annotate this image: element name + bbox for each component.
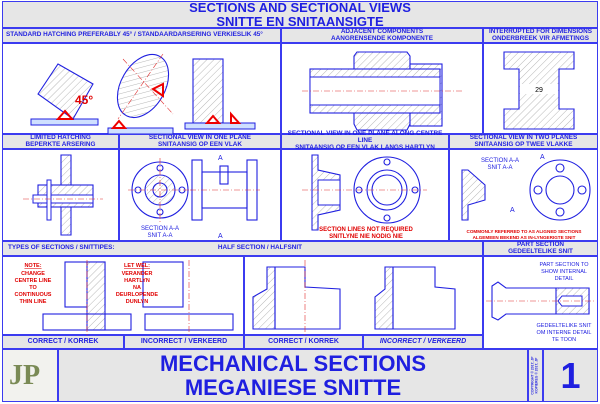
part-note-line: GEDEELTELIKE SNIT [537, 323, 593, 329]
part-note-line: DETAIL [555, 276, 574, 282]
angle-label: 45° [75, 93, 93, 107]
logo: JP [2, 349, 58, 402]
section-label: SECTION A-A [141, 226, 179, 232]
panel-half-section-1: NOTE: CHANGE CENTRE LINE TO CONTINUOUS T… [2, 256, 244, 335]
footer-title-line1: MECHANICAL SECTIONS [159, 351, 427, 377]
sheet-number: 1 [543, 349, 598, 402]
section-label: SECTION A-A [481, 158, 519, 164]
note-en: COMMONLY REFERRED TO AS ALIGNED SECTIONS [467, 229, 582, 234]
header-standard-hatching: STANDARD HATCHING PREFERABLY 45° / STAND… [2, 28, 281, 43]
note-line: DEURLOPENDE [116, 292, 159, 298]
header-text: LIMITED HATCHING [30, 133, 91, 141]
half-header: HALF SECTION / HALFSNIT [217, 244, 302, 252]
dimension-value: 29 [535, 87, 543, 94]
copyright-af: KOPIEREG © 2017, JP [534, 357, 539, 394]
header-text: SNITAANSIG OP EEN VLAK LANGS HARTLYN [295, 143, 435, 151]
cut-mark-bottom: A [218, 233, 223, 240]
copyright: COPYRIGHT © 2017, JP KOPIEREG © 2017, JP [528, 349, 543, 402]
part-note-line: PART SECTION TO [539, 262, 589, 268]
section-label-af: SNIT A-A [488, 165, 513, 171]
types-header: TYPES OF SECTIONS / SNITTIPES: [8, 244, 115, 252]
part-note-line: TE TOON [552, 337, 576, 343]
panel-part-section: PART SECTION TO SHOW INTERNAL DETAIL GED… [483, 256, 598, 349]
caption-text: CORRECT / KORREK [27, 338, 99, 346]
note-line: THIN LINE [20, 299, 47, 305]
caption-text: INCORRECT / VERKEERD [140, 338, 228, 346]
note-en: SECTION LINES NOT REQUIRED [319, 227, 413, 233]
header-types-of-sections: TYPES OF SECTIONS / SNITTIPES: HALF SECT… [2, 241, 483, 256]
note-line: NA [133, 285, 141, 291]
note-title-en: NOTE: [24, 263, 41, 269]
caption-text: INCORRECT / VERKEERD [379, 338, 467, 346]
note-line: HARTLYN [124, 278, 150, 284]
header-text: ONDERBREEK VIR AFMETINGS [491, 34, 590, 42]
hatching-drawing: 45° [30, 53, 256, 135]
panel-interrupted: 29 [483, 43, 598, 134]
header-centre-line: SECTIONAL VIEW IN ONE PLANE ALONG CENTRE… [281, 130, 449, 151]
panel-limited-hatching [2, 149, 119, 241]
limited-drawing [23, 154, 103, 236]
note-line: CHANGE [21, 271, 45, 277]
adjacent-drawing [302, 51, 462, 131]
header-text: SECTIONAL VIEW IN TWO PLANES [469, 133, 578, 141]
part-note-line: SHOW INTERNAL [541, 269, 587, 275]
caption-incorrect-2: INCORRECT / VERKEERD [363, 335, 483, 349]
header-text: ADJACENT COMPONENTS [340, 27, 424, 35]
section-label-af: SNIT A-A [148, 233, 173, 239]
sheet-title: SECTIONS AND SECTIONAL VIEWS SNITTE EN S… [2, 1, 598, 28]
panel-standard-hatching: 45° [2, 43, 281, 135]
header-text: SECTIONAL VIEW IN ONE PLANE [148, 133, 252, 141]
centre-line-drawing: SECTION LINES NOT REQUIRED SNITLYNE NIE … [302, 154, 427, 240]
caption-incorrect-1: INCORRECT / VERKEERD [124, 335, 244, 349]
header-text: GEDEELTELIKE SNIT [508, 247, 573, 255]
half-section-drawing-1: NOTE: CHANGE CENTRE LINE TO CONTINUOUS T… [15, 260, 234, 335]
caption-correct-2: CORRECT / KORREK [244, 335, 363, 349]
cut-mark-top: A [540, 154, 545, 161]
header-text: INTERRUPTED FOR DIMENSIONS [489, 27, 592, 35]
note-af: ALGEMEEN BEKEND AS IN-LYNGERIGTE SNIT [473, 235, 576, 240]
logo-text: JP [9, 360, 41, 391]
panel-centre-line: SECTION LINES NOT REQUIRED SNITLYNE NIE … [281, 149, 449, 241]
note-line: CENTRE LINE [15, 278, 52, 284]
title-line2: SNITTE EN SNITAANSIGTE [216, 13, 384, 29]
header-text: STANDARD HATCHING PREFERABLY 45° / STAND… [6, 31, 263, 39]
header-text: AANGRENSENDE KOMPONENTE [331, 34, 433, 42]
part-section-drawing: PART SECTION TO SHOW INTERNAL DETAIL GED… [486, 262, 596, 343]
caption-text: CORRECT / KORREK [268, 338, 339, 346]
note-af: SNITLYNE NIE NODIG NIE [329, 234, 403, 240]
one-plane-drawing: A A SECTION A-A SNIT A-A [128, 155, 260, 240]
note-line: VERANDER [122, 271, 153, 277]
note-title-af: LET WEL: [124, 263, 150, 269]
header-text: SECTIONAL VIEW IN ONE PLANE ALONG CENTRE… [287, 130, 443, 145]
header-text: BEPERKTE ARSERING [25, 140, 96, 148]
panel-one-plane: A A SECTION A-A SNIT A-A [119, 149, 281, 241]
footer-title-line2: MEGANIESE SNITTE [184, 374, 402, 400]
note-line: TO [29, 285, 37, 291]
caption-correct-1: CORRECT / KORREK [2, 335, 124, 349]
footer-title: MECHANICAL SECTIONS MEGANIESE SNITTE [58, 349, 528, 402]
header-text: SNITAANSIG OP TWEE VLAKKE [474, 140, 573, 148]
note-line: CONTINUOUS [15, 292, 52, 298]
panel-adjacent-components [281, 43, 483, 134]
cut-mark-top: A [218, 155, 223, 162]
interrupted-drawing: 29 [503, 51, 575, 130]
cut-mark-bottom: A [510, 207, 515, 214]
panel-half-section-2 [244, 256, 483, 335]
note-line: DUNLYN [126, 299, 148, 305]
sheet-number-text: 1 [560, 354, 581, 396]
panel-two-planes: SECTION A-A SNIT A-A A A COMMONLY REFERR… [449, 149, 598, 241]
half-section-drawing-2 [252, 260, 456, 335]
header-text: SNITAANSIG OP EEN VLAK [158, 140, 242, 148]
part-note-line: OM INTERNE DETAIL [537, 330, 592, 336]
two-planes-drawing: SECTION A-A SNIT A-A A A COMMONLY REFERR… [461, 154, 591, 240]
title-line1: SECTIONS AND SECTIONAL VIEWS [189, 0, 411, 15]
header-text: PART SECTION [516, 240, 565, 248]
